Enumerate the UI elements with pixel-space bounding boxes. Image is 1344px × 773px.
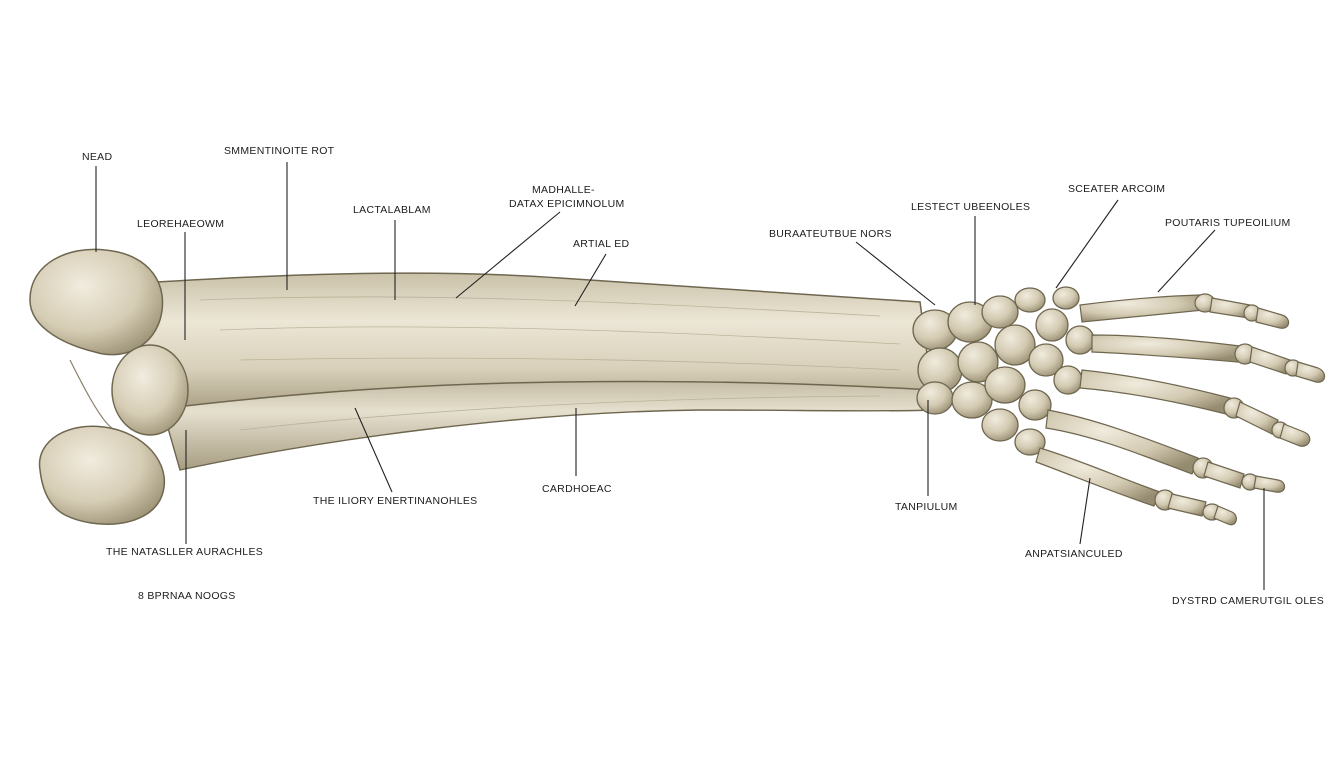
label-buraateutbue-nors: BURAATEUTBUE NORS bbox=[769, 228, 892, 240]
label-lestect-ubeenoles: LESTECT UBEENOLES bbox=[911, 201, 1031, 213]
finger-bones bbox=[1035, 293, 1326, 526]
label-nead: NEAD bbox=[82, 151, 113, 163]
proximal-condyle-upper bbox=[111, 344, 189, 436]
label-anpatsianculed: ANPATSIANCULED bbox=[1025, 548, 1123, 560]
label-leorehaeowm: LEOREHAEOWM bbox=[137, 218, 225, 230]
label-cardhoeac: CARDHOEAC bbox=[542, 483, 612, 495]
label-poutaris-tupeoilium: POUTARIS TUPEOILIUM bbox=[1165, 217, 1291, 229]
proximal-condyle-lower bbox=[38, 425, 166, 525]
label-madhalle-line1: MADHALLE- bbox=[532, 184, 595, 196]
label-bprnaa-noogs: 8 BPRNAA NOOGS bbox=[138, 590, 236, 602]
label-madhalle-line2: DATAX EPICIMNOLUM bbox=[509, 198, 625, 210]
leader-lines bbox=[95, 162, 1265, 590]
label-smmentinoite-rot: SMMENTINOITE ROT bbox=[224, 145, 335, 157]
proximal-head bbox=[29, 248, 164, 356]
carpal-bones bbox=[912, 286, 1095, 456]
label-natasller-aurachles: THE NATASLLER AURACHLES bbox=[106, 546, 264, 558]
label-sceater-arcoim: SCEATER ARCOIM bbox=[1068, 183, 1166, 195]
label-iliory-enertinanohles: THE ILIORY ENERTINANOHLES bbox=[313, 495, 478, 507]
label-lactalablam: LACTALABLAM bbox=[353, 204, 431, 216]
label-dystrd-camerutgil: DYSTRD CAMERUTGIL OLES bbox=[1172, 595, 1325, 607]
label-artial-ed: ARTIAL ED bbox=[573, 238, 630, 250]
label-tanpiulum: TANPIULUM bbox=[895, 501, 958, 513]
